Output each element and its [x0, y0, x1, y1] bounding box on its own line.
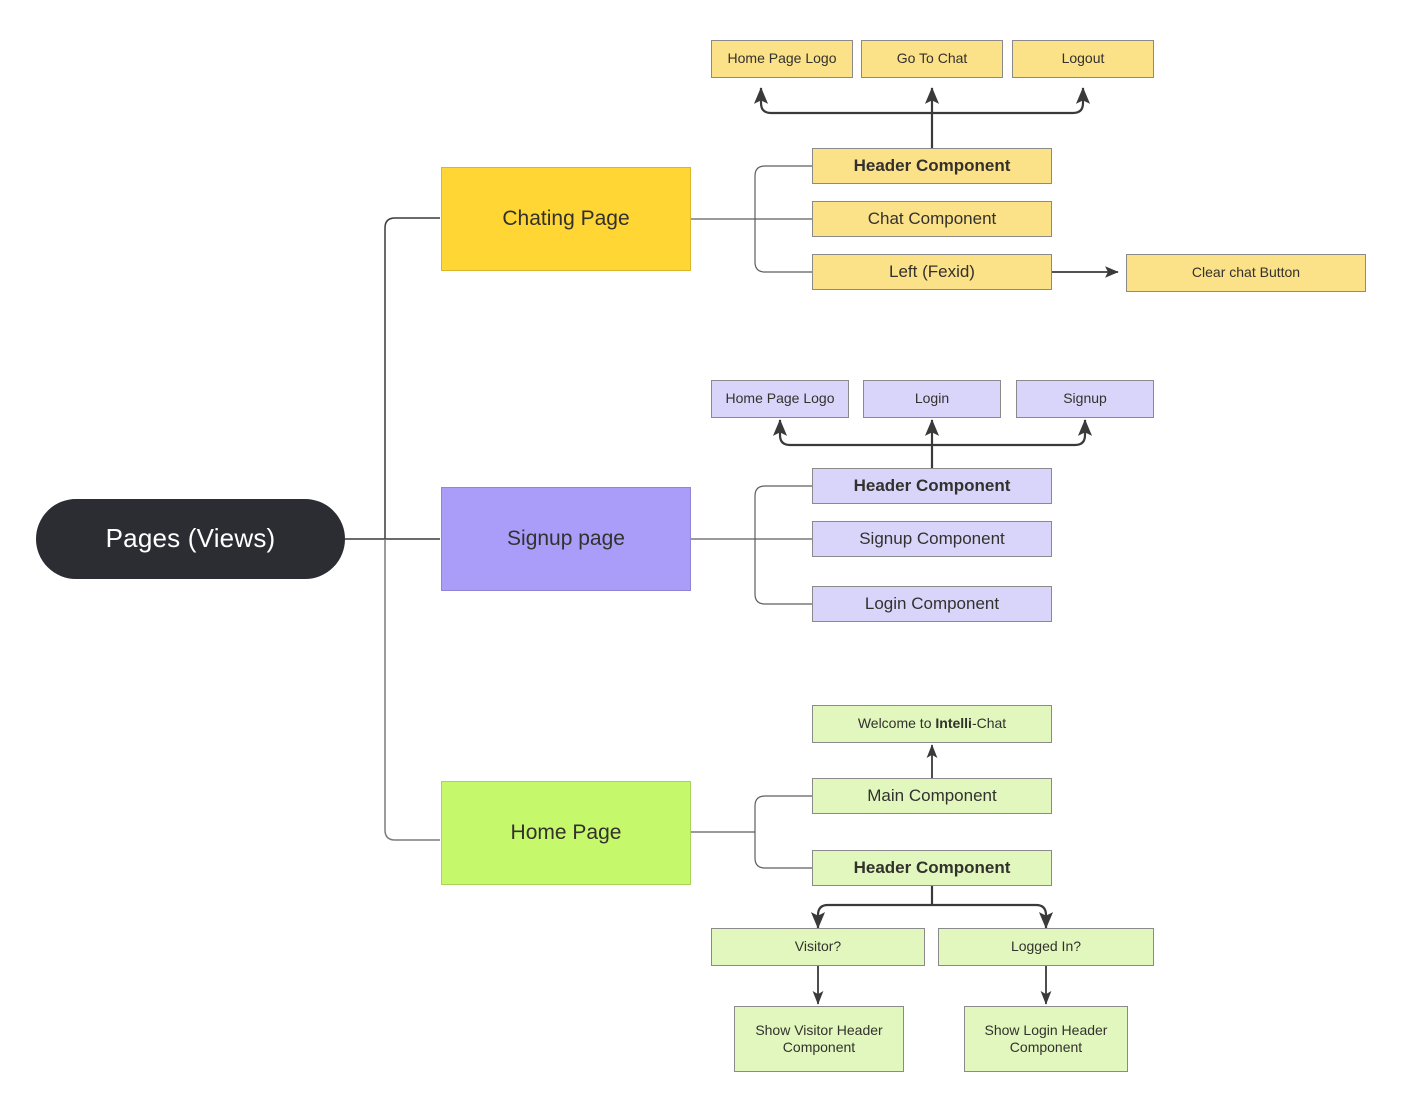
result-label-line2: Component [1009, 1039, 1083, 1055]
component-login-component[interactable]: Login Component [812, 586, 1052, 622]
component-signup-component[interactable]: Signup Component [812, 521, 1052, 557]
component-label: Chat Component [867, 208, 997, 228]
root-branch-connectors [345, 217, 440, 841]
page-node-home-page[interactable]: Home Page [441, 781, 691, 885]
welcome-banner[interactable]: Welcome to Intelli-Chat [812, 705, 1052, 743]
home-header-condition-connectors [810, 886, 1054, 929]
root-node-label: Pages (Views) [105, 523, 276, 554]
page-node-chating-page[interactable]: Chating Page [441, 167, 691, 271]
condition-label: Visitor? [794, 938, 842, 955]
page-node-label: Home Page [510, 821, 622, 845]
nav-item-logout[interactable]: Logout [1012, 40, 1154, 78]
nav-item-label: Login [914, 390, 950, 407]
component-label: Header Component [853, 857, 1011, 877]
nav-item-signup[interactable]: Signup [1016, 380, 1154, 418]
welcome-banner-prefix: Welcome to [857, 715, 936, 732]
page-node-signup-page[interactable]: Signup page [441, 487, 691, 591]
nav-item-label: Home Page Logo [727, 50, 837, 67]
action-clear-chat-button[interactable]: Clear chat Button [1126, 254, 1366, 292]
result-label-line1: Show Login Header [984, 1021, 1108, 1038]
nav-item-label: Signup [1063, 390, 1107, 407]
condition-visitor[interactable]: Visitor? [711, 928, 925, 966]
result-label-line1: Show Visitor Header [755, 1021, 883, 1038]
signup-header-nav-connectors [772, 419, 1093, 468]
nav-item-chat-home-page-logo[interactable]: Home Page Logo [711, 40, 853, 78]
signup-page-component-connectors [691, 485, 812, 605]
home-page-component-connectors [691, 795, 812, 869]
page-node-label: Chating Page [502, 207, 630, 231]
nav-item-label: Go To Chat [896, 50, 968, 67]
condition-result-connectors [812, 966, 1052, 1005]
nav-item-label: Home Page Logo [725, 390, 835, 407]
nav-item-label: Logout [1061, 50, 1105, 67]
condition-logged-in[interactable]: Logged In? [938, 928, 1154, 966]
component-chat-component[interactable]: Chat Component [812, 201, 1052, 237]
nav-item-go-to-chat[interactable]: Go To Chat [861, 40, 1003, 78]
component-home-header-component[interactable]: Header Component [812, 850, 1052, 886]
root-node-pages-views[interactable]: Pages (Views) [36, 499, 345, 579]
nav-item-signup-home-page-logo[interactable]: Home Page Logo [711, 380, 849, 418]
component-label: Login Component [864, 593, 1000, 613]
welcome-banner-brand: Intelli [935, 715, 972, 732]
chat-header-nav-connectors [753, 87, 1091, 148]
page-node-label: Signup page [507, 527, 625, 551]
component-label: Signup Component [859, 528, 1005, 548]
component-main-component[interactable]: Main Component [812, 778, 1052, 814]
component-label: Main Component [867, 785, 997, 805]
result-show-visitor-header-component[interactable]: Show Visitor Header Component [734, 1006, 904, 1072]
nav-item-login[interactable]: Login [863, 380, 1001, 418]
welcome-banner-suffix: -Chat [971, 715, 1007, 732]
result-label-line2: Component [782, 1039, 856, 1055]
action-label: Clear chat Button [1191, 264, 1301, 281]
condition-label: Logged In? [1010, 938, 1082, 955]
component-left-fexid[interactable]: Left (Fexid) [812, 254, 1052, 290]
component-signup-header-component[interactable]: Header Component [812, 468, 1052, 504]
component-label: Header Component [853, 475, 1011, 495]
chating-page-component-connectors [691, 165, 812, 273]
result-show-login-header-component[interactable]: Show Login Header Component [964, 1006, 1128, 1072]
component-label: Left (Fexid) [889, 261, 975, 281]
component-label: Header Component [853, 155, 1011, 175]
component-chat-header-component[interactable]: Header Component [812, 148, 1052, 184]
